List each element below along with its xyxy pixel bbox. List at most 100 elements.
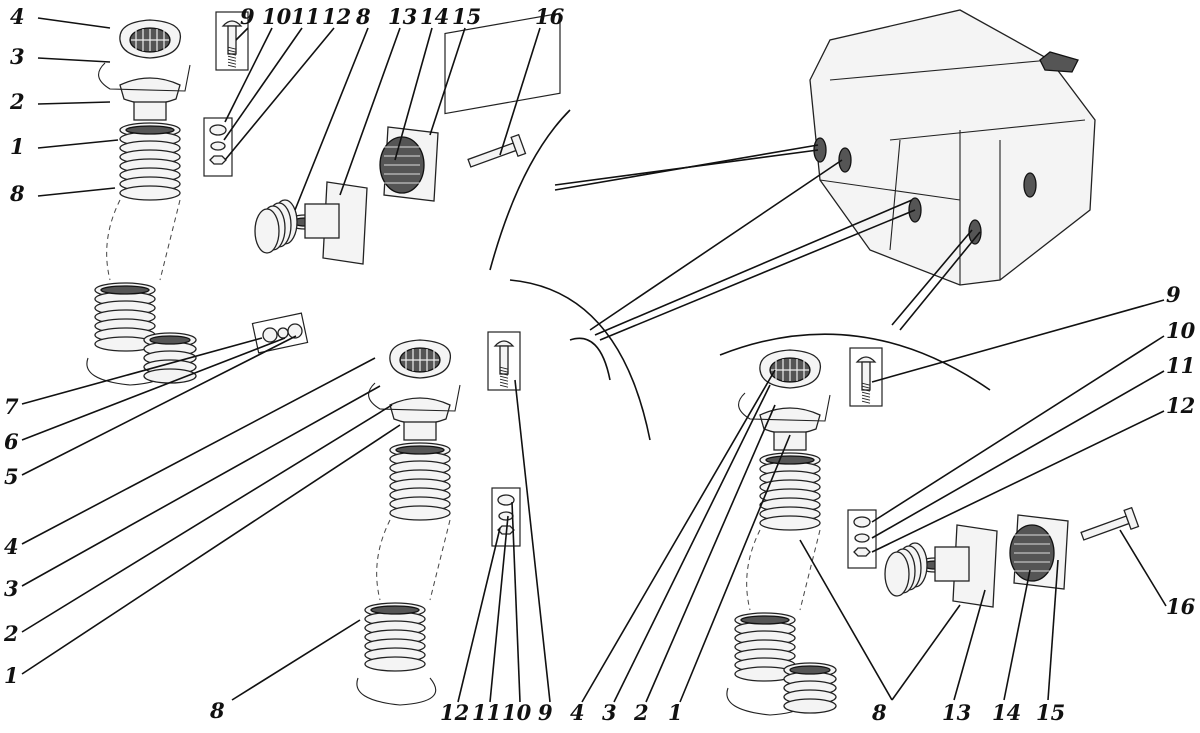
bellows-ring <box>759 515 821 531</box>
thread <box>227 61 237 65</box>
nozzle-body <box>934 546 970 582</box>
callout-label: 7 <box>4 394 19 419</box>
hose-outline <box>799 529 821 611</box>
bolt-shank <box>499 345 509 375</box>
washer <box>497 494 515 506</box>
lock-washer <box>498 511 514 521</box>
cab-outline <box>809 9 1096 286</box>
hose-outline <box>376 519 391 601</box>
gasket <box>98 62 191 92</box>
nut <box>853 547 871 557</box>
thread <box>499 375 509 379</box>
leader-line <box>871 299 1165 383</box>
callout-label: 14 <box>420 4 449 29</box>
callout-label: 12 <box>1166 393 1195 418</box>
bolt-head <box>221 20 243 27</box>
bolt-head <box>493 340 515 347</box>
thread <box>861 391 871 395</box>
nut <box>209 155 227 165</box>
thread <box>499 369 509 373</box>
callout-label: 10 <box>502 700 532 725</box>
bellows-ring <box>119 185 181 201</box>
hose-outline <box>106 199 121 281</box>
view-arc <box>569 337 611 381</box>
bellows-opening <box>740 615 790 625</box>
thread <box>861 385 871 389</box>
leader-line <box>429 27 466 136</box>
leader-line <box>891 604 961 701</box>
callout-label: 12 <box>322 4 351 29</box>
thread <box>861 400 871 404</box>
leader-line <box>489 515 509 703</box>
washer <box>209 124 227 136</box>
collar <box>403 421 437 441</box>
leader-line <box>581 369 776 703</box>
callout-label: 15 <box>1036 700 1065 725</box>
callout-label: 2 <box>3 621 19 646</box>
callout-label: 11 <box>291 4 320 29</box>
thread <box>227 55 237 59</box>
leader-line <box>21 404 393 633</box>
hose-outline <box>429 519 451 601</box>
view-arc <box>719 333 991 391</box>
duct-assembly <box>726 349 837 716</box>
callout-label: 2 <box>9 89 25 114</box>
callout-label: 9 <box>240 4 255 29</box>
leader-line <box>21 335 297 476</box>
thread <box>861 388 871 392</box>
callout-label: 4 <box>10 4 25 29</box>
leader-line <box>21 337 286 441</box>
callout-label: 10 <box>1166 318 1196 343</box>
thread <box>227 52 237 56</box>
leader-line <box>514 379 551 703</box>
screw-shank <box>1080 515 1130 541</box>
leader-line <box>37 139 119 149</box>
leader-line <box>37 187 116 197</box>
callout-label: 3 <box>4 576 19 601</box>
leader-line <box>1119 529 1167 607</box>
callout-label: 2 <box>633 700 649 725</box>
thread <box>499 378 509 382</box>
callout-label: 11 <box>1166 353 1195 378</box>
leader-line <box>21 424 401 675</box>
bellows-opening <box>395 445 445 455</box>
screw-shank <box>467 142 517 168</box>
callout-label: 1 <box>10 134 25 159</box>
location-pointer <box>594 199 913 336</box>
view-arc <box>489 109 571 271</box>
leader-line <box>511 501 521 703</box>
callout-label: 9 <box>1166 282 1181 307</box>
bellows-opening <box>125 125 175 135</box>
leader-line <box>231 619 361 701</box>
callout-label: 10 <box>262 4 292 29</box>
view-arc <box>509 279 651 441</box>
leader-line <box>499 27 541 156</box>
callout-label: 8 <box>871 700 887 725</box>
cab-panel-lines <box>819 59 1086 285</box>
leader-line <box>339 27 401 196</box>
thread <box>499 372 509 376</box>
duct-outlet <box>968 219 982 245</box>
leader-line <box>799 539 893 701</box>
duct-assembly <box>86 19 197 386</box>
callout-label: 5 <box>4 464 19 489</box>
bellows-opening <box>100 285 150 295</box>
cab-vent <box>1039 51 1079 73</box>
screw-head <box>1123 506 1140 531</box>
location-pointer <box>554 144 819 191</box>
callout-label: 8 <box>9 181 25 206</box>
gasket <box>368 382 461 412</box>
bolt-shank <box>861 361 871 391</box>
callout-label: 1 <box>4 663 19 688</box>
thread <box>227 46 237 50</box>
callout-label: 3 <box>602 700 617 725</box>
leader-line <box>224 27 273 123</box>
leader-line <box>21 385 381 587</box>
nut <box>262 327 278 343</box>
leader-line <box>235 27 249 41</box>
callout-label: 12 <box>440 700 469 725</box>
leader-line <box>953 589 986 701</box>
thread <box>861 397 871 401</box>
